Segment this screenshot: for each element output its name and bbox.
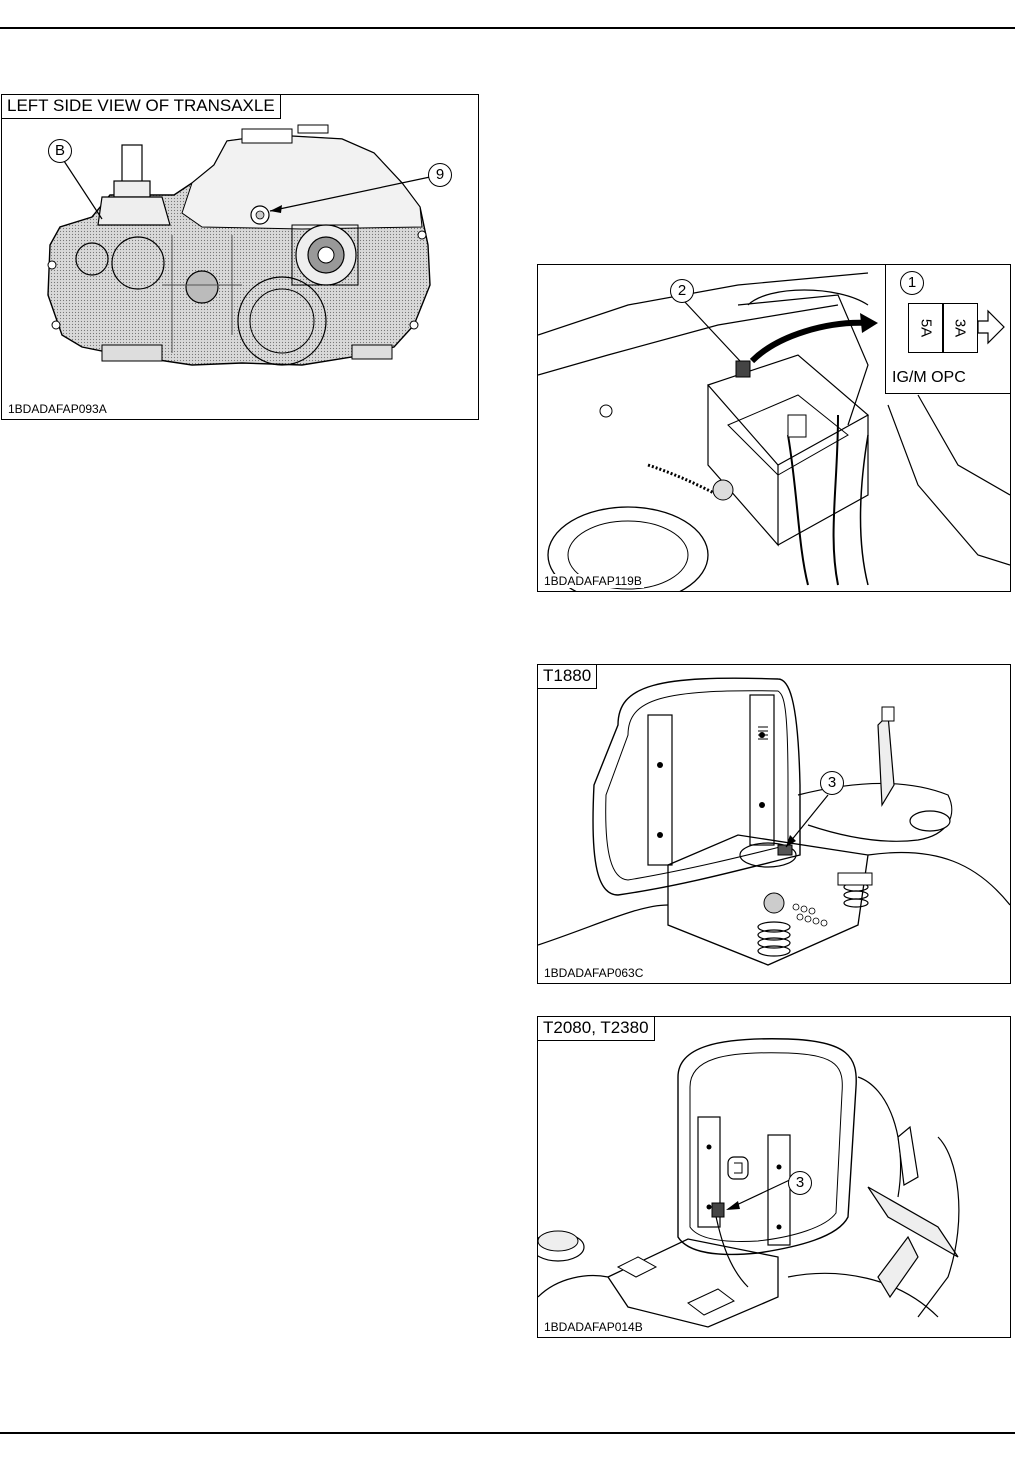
transaxle-figure: LEFT SIDE VIEW OF TRANSAXLE B 9 1BDADAFA… bbox=[1, 94, 479, 420]
callout-3-t2080: 3 bbox=[788, 1171, 812, 1195]
seat-t1880-illustration bbox=[538, 677, 1010, 966]
callout-1: 1 bbox=[900, 271, 924, 295]
callout-3-t1880: 3 bbox=[820, 771, 844, 795]
fuse-caption: IG/M OPC bbox=[892, 369, 966, 386]
transaxle-illustration bbox=[47, 124, 431, 366]
seat-t2080-figure-id: 1BDADAFAP014B bbox=[542, 1320, 645, 1334]
seat-t2080-figure: T2080, T2380 3 1BDADAFAP014B bbox=[537, 1016, 1011, 1338]
callout-9: 9 bbox=[428, 163, 452, 187]
seat-t1880-figure-id: 1BDADAFAP063C bbox=[542, 966, 646, 980]
top-rule bbox=[0, 27, 1015, 29]
fuse-location-illustration bbox=[538, 272, 1010, 591]
fuse-figure: 2 1 5A 3A IG/M OPC 1BDADAFAP119B bbox=[537, 264, 1011, 592]
callout-b: B bbox=[48, 139, 72, 163]
seat-t1880-figure: T1880 3 1BDADAFAP063C bbox=[537, 664, 1011, 984]
bottom-rule bbox=[0, 1432, 1015, 1434]
fuse-diagram-panel: 1 5A 3A IG/M OPC bbox=[885, 265, 1010, 394]
connector-arrow-icon bbox=[977, 309, 1005, 345]
seat-t1880-title: T1880 bbox=[538, 665, 598, 689]
callout-2: 2 bbox=[670, 279, 694, 303]
transaxle-figure-title: LEFT SIDE VIEW OF TRANSAXLE bbox=[2, 95, 281, 119]
transaxle-figure-id: 1BDADAFAP093A bbox=[6, 402, 109, 416]
fuse-cell-5a: 5A bbox=[908, 303, 944, 353]
seat-t2080-illustration bbox=[538, 1038, 960, 1328]
seat-t2080-title: T2080, T2380 bbox=[538, 1017, 655, 1041]
fuse-figure-id: 1BDADAFAP119B bbox=[542, 574, 644, 588]
